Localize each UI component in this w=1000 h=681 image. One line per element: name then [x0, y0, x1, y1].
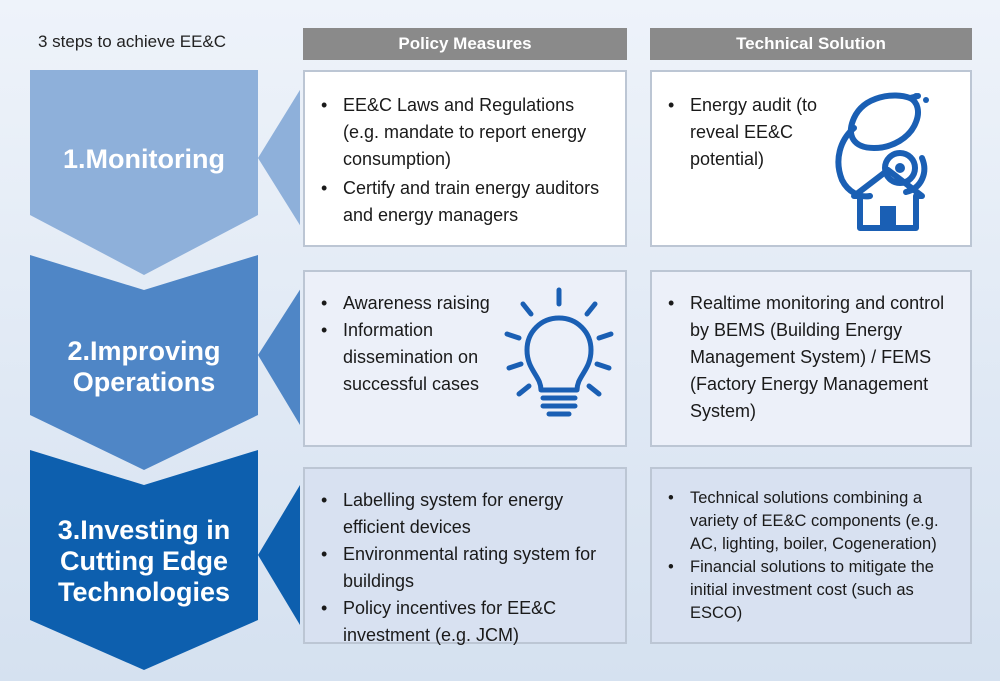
list-item: Policy incentives for EE&C investment (e…: [321, 595, 611, 649]
policy-measures-header: Policy Measures: [303, 28, 627, 60]
tech-box-monitoring: Energy audit (to reveal EE&C potential): [650, 70, 972, 247]
step-arrows: [30, 70, 300, 670]
step-2-connector: [258, 289, 300, 425]
policy-box-monitoring: EE&C Laws and Regulations (e.g. mandate …: [303, 70, 627, 247]
step-2-label: 2.Improving Operations: [67, 336, 221, 397]
tech-box-operations: Realtime monitoring and control by BEMS …: [650, 270, 972, 447]
list-item: Labelling system for energy efficient de…: [321, 487, 611, 541]
tech-box-investing: Technical solutions combining a variety …: [650, 467, 972, 644]
list-item: Awareness raising: [321, 290, 501, 317]
list-item: Information dissemination on successful …: [321, 317, 501, 398]
list-item: Environmental rating system for building…: [321, 541, 611, 595]
step-1-arrow: [30, 70, 258, 275]
list-item: Realtime monitoring and control by BEMS …: [668, 290, 963, 425]
lightbulb-icon: [504, 287, 614, 417]
technical-solution-header: Technical Solution: [650, 28, 972, 60]
list-item: Certify and train energy auditors and en…: [321, 175, 611, 229]
policy-box-investing: Labelling system for energy efficient de…: [303, 467, 627, 645]
step-1-connector: [258, 89, 300, 226]
list-item: EE&C Laws and Regulations (e.g. mandate …: [321, 92, 611, 173]
list-item: Energy audit (to reveal EE&C potential): [668, 92, 828, 173]
policy-box-operations: Awareness raising Information disseminat…: [303, 270, 627, 447]
steps-label: 3 steps to achieve EE&C: [38, 32, 227, 51]
step-3-label: 3.Investing in Cutting Edge Technologies: [57, 515, 231, 607]
list-item: Technical solutions combining a variety …: [668, 487, 960, 556]
list-item: Financial solutions to mitigate the init…: [668, 556, 960, 625]
step-3-connector: [258, 485, 300, 625]
stethoscope-house-icon: [835, 92, 929, 231]
step-2-arrow: [30, 255, 258, 470]
step-1-label: 1.Monitoring: [63, 144, 225, 174]
step-3-arrow: [30, 450, 258, 670]
